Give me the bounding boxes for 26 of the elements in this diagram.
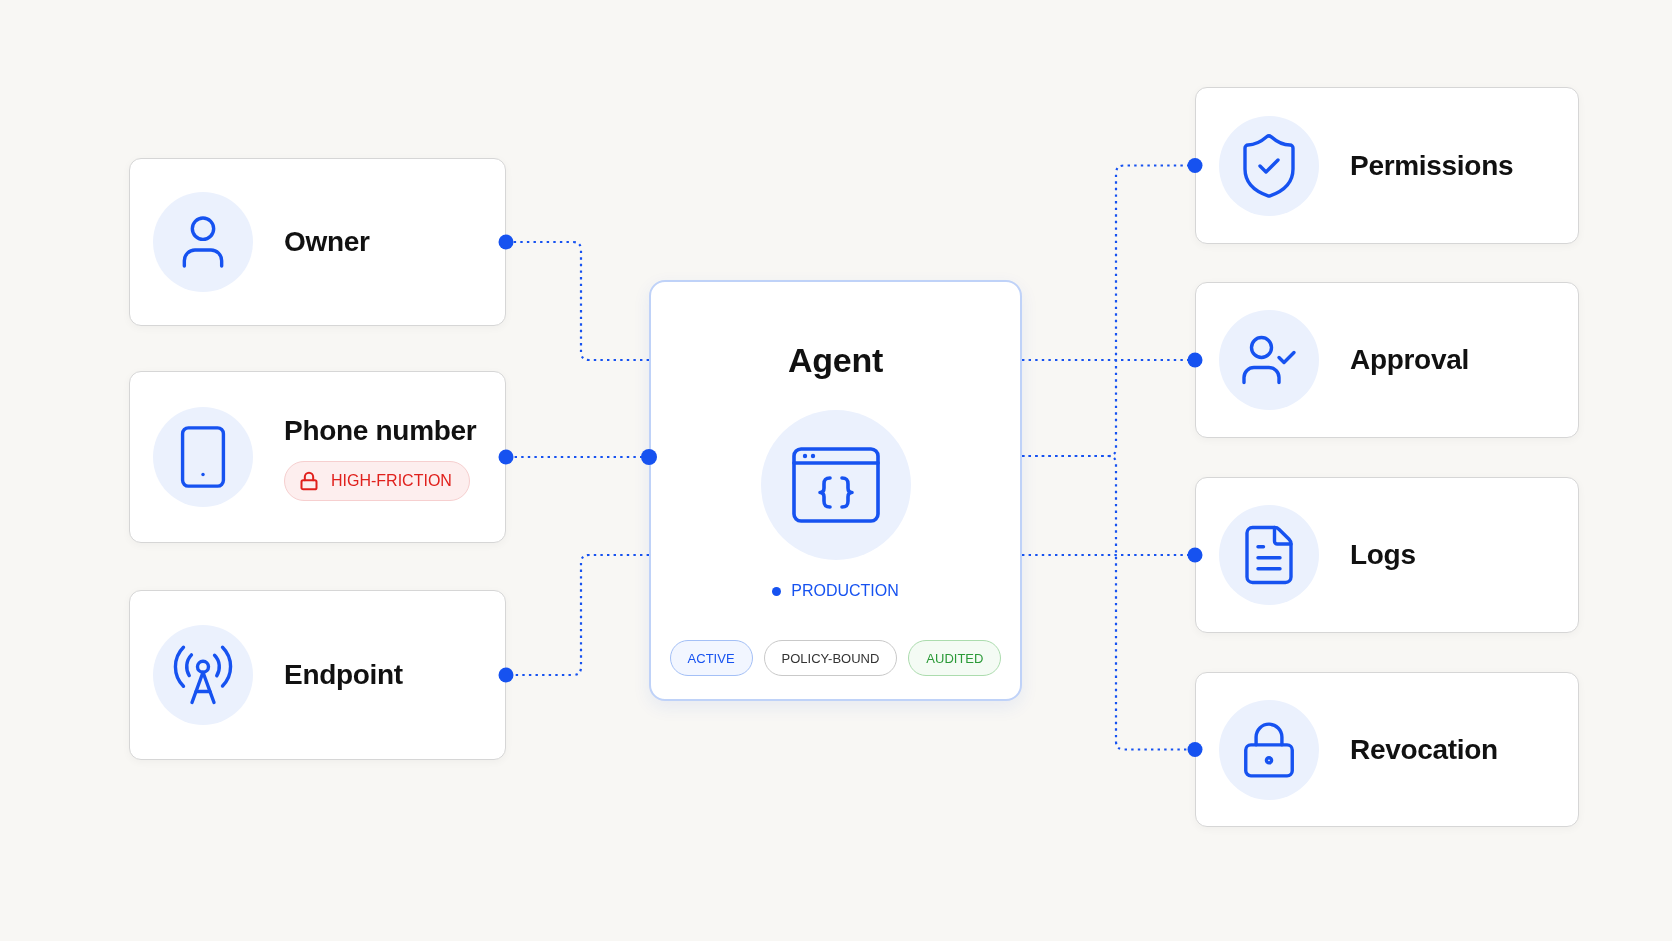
info-card — [129, 158, 506, 326]
status-chip: POLICY-BOUND — [763, 640, 898, 676]
card-title: Logs — [1350, 538, 1416, 572]
dotted-connector — [498, 234, 649, 362]
badge-text: HIGH-FRICTION — [331, 472, 452, 490]
card-title: Agent — [788, 340, 883, 381]
environment-label: PRODUCTION — [791, 582, 899, 600]
card-title: Revocation — [1350, 732, 1498, 767]
dotted-connector — [1022, 454, 1203, 757]
status-chip: AUDITED — [908, 640, 1002, 676]
card-title: Owner — [284, 225, 370, 259]
dotted-connector — [1022, 547, 1203, 563]
info-card — [1195, 282, 1579, 438]
info-card — [129, 590, 506, 760]
info-card — [129, 371, 506, 543]
card-title: Permissions — [1350, 148, 1514, 183]
info-card — [1195, 477, 1579, 633]
status-chip: ACTIVE — [669, 640, 753, 676]
dotted-connector — [1022, 352, 1203, 368]
warning-badge — [284, 461, 470, 501]
info-card — [1195, 87, 1579, 244]
info-card — [1195, 672, 1579, 827]
card-title: Endpoint — [284, 658, 403, 692]
card-title: Approval — [1350, 343, 1469, 377]
dotted-connector — [498, 553, 649, 683]
card-title: Phone number — [284, 414, 477, 448]
